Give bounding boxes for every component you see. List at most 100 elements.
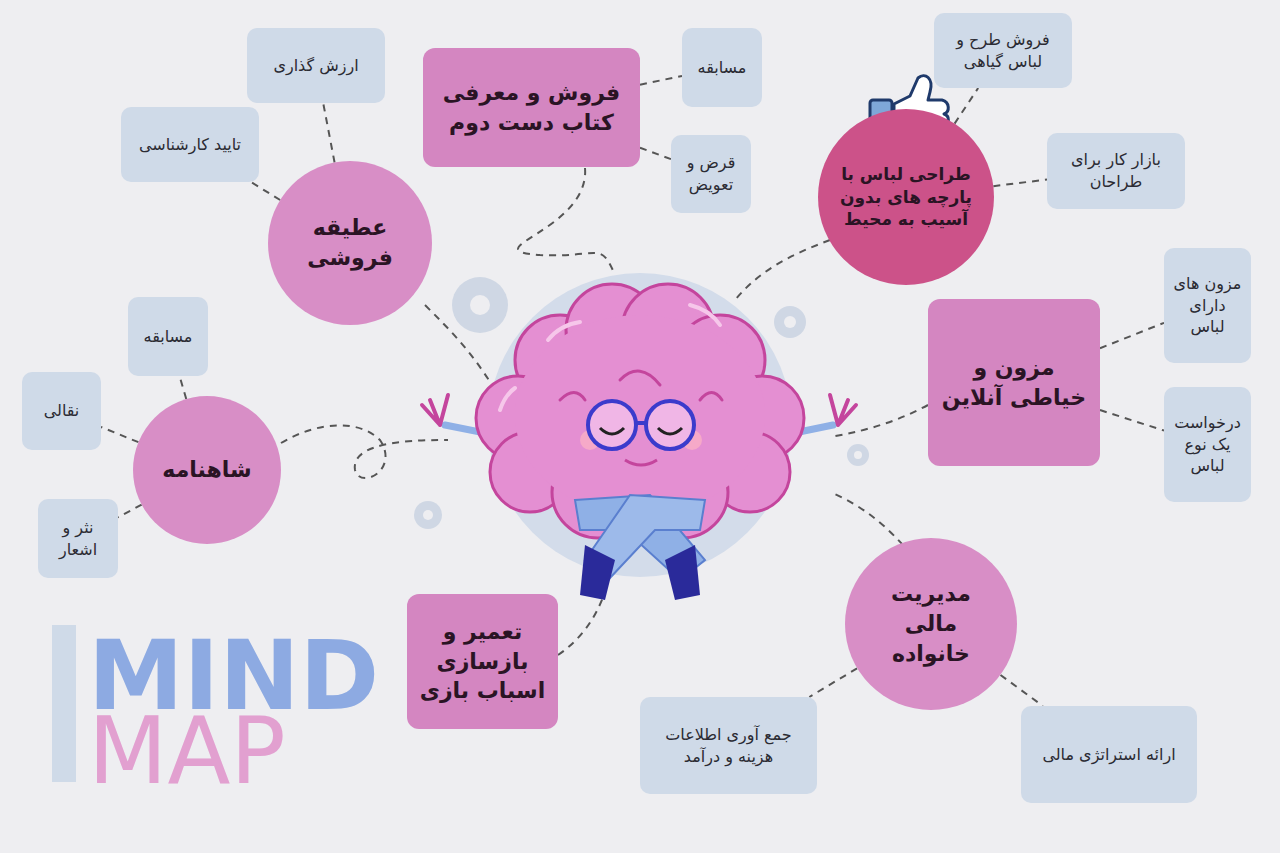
topic-box: نثر و اشعار: [38, 499, 118, 578]
connector-line: [1100, 410, 1164, 431]
topic-text: ارزش گذاری: [273, 55, 358, 77]
topic-text: مسابقه: [144, 326, 193, 348]
topic-text: مزون و خیاطی آنلاین: [935, 353, 1093, 412]
topic-box: مسابقه: [682, 28, 762, 107]
topic-box: ارائه استراتژی مالی: [1021, 706, 1197, 803]
dashed-connector: [1001, 675, 1043, 706]
connector-line: [955, 88, 979, 124]
topic-box: جمع آوری اطلاعات هزینه و درآمد: [640, 697, 817, 794]
topic-box: تعمیر و بازسازی اسباب بازی: [407, 594, 558, 729]
leader-line: [835, 405, 928, 436]
topic-circle: شاهنامه: [133, 396, 281, 544]
brain-shine: [500, 305, 720, 410]
brain-face: [636, 421, 646, 425]
topic-box: مزون های دارای لباس: [1164, 248, 1251, 363]
dashed-connector: [1100, 410, 1164, 431]
gear-hole: [470, 295, 490, 315]
connector-line: [118, 505, 142, 518]
topic-text: درخواست یک نوع لباس: [1171, 412, 1244, 477]
topic-text: طراحی لباس با پارچه های بدون آسیب به محی…: [839, 163, 973, 232]
brain-hand: [830, 395, 856, 425]
brain-shine: [690, 305, 720, 325]
topic-text: تایید کارشناسی: [139, 134, 241, 156]
brain-face: [658, 428, 682, 434]
topic-text: عطیقه فروشی: [288, 213, 413, 272]
connector-line: [640, 148, 671, 159]
connector-line: [180, 376, 187, 399]
dashed-connector: [1100, 323, 1164, 348]
leader-line: [518, 168, 615, 275]
connector-line: [101, 427, 138, 442]
gear-hole: [854, 451, 862, 459]
topic-text: نثر و اشعار: [45, 517, 111, 560]
topic-circle: مدیریت مالی خانواده: [845, 538, 1017, 710]
topic-text: جمع آوری اطلاعات هزینه و درآمد: [647, 724, 810, 767]
brain-legs: [665, 545, 700, 600]
topic-box: مسابقه: [128, 297, 208, 376]
dashed-connector: [809, 668, 857, 697]
brain-fold: [560, 393, 585, 401]
gear: [414, 501, 442, 529]
gear-hole: [423, 510, 433, 520]
brain-shine: [500, 388, 515, 410]
brain-shine: [548, 322, 580, 340]
gear-hole: [784, 316, 796, 328]
connector-line: [640, 76, 682, 85]
topic-box: فروش طرح و لباس گیاهی: [934, 13, 1072, 88]
title-bar: [52, 625, 76, 782]
topic-text: فروش طرح و لباس گیاهی: [941, 29, 1065, 72]
dashed-connector: [118, 505, 142, 518]
dashed-connector: [323, 103, 334, 162]
topic-text: ارائه استراتژی مالی: [1042, 744, 1175, 766]
topic-text: مسابقه: [698, 57, 747, 79]
connector-line: [1001, 675, 1043, 706]
topic-text: تعمیر و بازسازی اسباب بازی: [414, 617, 551, 706]
topic-box: فروش و معرفی کتاب دست دوم: [423, 48, 640, 167]
gear: [414, 277, 869, 529]
gear: [452, 277, 508, 333]
title-word: MAP: [88, 706, 286, 798]
dashed-connector: [993, 180, 1047, 187]
dashed-connector: [180, 376, 187, 399]
brain-face: [646, 401, 694, 449]
topic-text: فروش و معرفی کتاب دست دوم: [430, 78, 633, 137]
topic-box: نقالی: [22, 372, 101, 450]
topic-box: تایید کارشناسی: [121, 107, 259, 182]
topic-text: مدیریت مالی خانواده: [865, 579, 996, 668]
brain-face: [600, 428, 624, 434]
topic-text: نقالی: [44, 400, 80, 422]
dashed-connector: [640, 148, 671, 159]
topic-circle: طراحی لباس با پارچه های بدون آسیب به محی…: [818, 109, 994, 285]
brain-legs: [580, 545, 615, 600]
leader-line: [281, 425, 448, 478]
topic-text: شاهنامه: [162, 455, 251, 485]
topic-text: بازار کار برای طراحان: [1054, 149, 1178, 192]
brain-fold: [700, 393, 722, 401]
dashed-connector: [101, 427, 138, 442]
brain-fold: [560, 371, 722, 400]
topic-box: درخواست یک نوع لباس: [1164, 387, 1251, 502]
leader-line: [830, 492, 903, 545]
leader-line: [735, 240, 830, 300]
topic-box: مزون و خیاطی آنلاین: [928, 299, 1100, 466]
topic-text: مزون های دارای لباس: [1171, 273, 1244, 338]
connector-line: [251, 182, 280, 200]
gear: [774, 306, 806, 338]
dashed-connector: [251, 182, 280, 200]
connector-line: [809, 668, 857, 697]
topic-box: بازار کار برای طراحان: [1047, 133, 1185, 209]
leader-line: [558, 592, 605, 655]
connector-line: [323, 103, 334, 162]
dashed-connector: [640, 76, 682, 85]
topic-text: قرض و تعویض: [678, 152, 744, 195]
connector-line: [993, 180, 1047, 187]
topic-box: قرض و تعویض: [671, 135, 751, 213]
brain-body: [515, 315, 765, 515]
brain-face: [580, 401, 702, 465]
brain-face: [588, 401, 636, 449]
brain-face: [625, 460, 657, 465]
topic-box: ارزش گذاری: [247, 28, 385, 103]
topic-circle: عطیقه فروشی: [268, 161, 432, 325]
brain-hand: [422, 395, 448, 425]
